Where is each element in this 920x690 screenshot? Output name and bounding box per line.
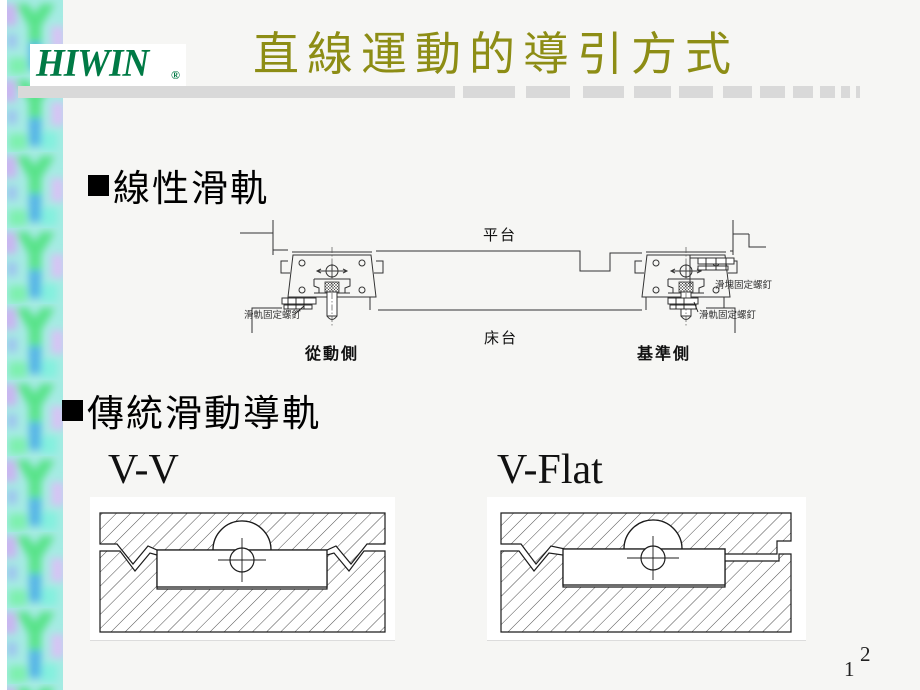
driven-side-label: 從動側 — [304, 344, 359, 363]
rail-screw-label-right: 滑軌固定螺釘 — [699, 309, 757, 321]
platform-label: 平台 — [483, 227, 517, 244]
left-rail-screw — [281, 297, 317, 315]
right-rail-screw — [667, 297, 699, 313]
vflat-cross-section-diagram — [487, 497, 806, 641]
decor-bar-segment — [760, 86, 785, 98]
decor-bar-segment — [723, 86, 752, 98]
bullet-square-icon — [88, 174, 109, 196]
decor-bar-segment — [679, 86, 713, 98]
decor-bar-segment — [634, 86, 671, 98]
vv-cross-section-diagram — [90, 497, 395, 641]
vv-type-label: V-V — [108, 447, 179, 493]
bullet-linear-guideway: 線性滑軌 — [88, 158, 269, 212]
bed-label: 床台 — [484, 330, 518, 347]
hiwin-logo-text: HIWIN — [36, 41, 149, 86]
bullet-square-icon — [62, 399, 83, 421]
bullet-label: 線性滑軌 — [113, 169, 269, 210]
decor-bar-segment — [526, 86, 570, 98]
slide-title: 直線運動的導引方式 — [253, 29, 739, 80]
decor-bar-segment — [841, 86, 850, 98]
right-block-screw — [689, 255, 735, 287]
page-number-upper: 2 — [860, 642, 871, 666]
hiwin-logo: HIWIN ® — [30, 41, 186, 86]
decor-bar-segment — [793, 86, 813, 98]
registered-trademark-icon: ® — [171, 68, 180, 82]
decor-bar-main — [18, 86, 455, 98]
block-screw-label-right: 滑塊固定螺釘 — [715, 279, 773, 291]
sidebar-pattern — [7, 0, 63, 690]
bullet-label: 傳統滑動導軌 — [87, 394, 321, 435]
linear-guideway-diagram: 平台 床台 從動側 基準側 滑軌固定螺釘 滑塊固定螺釘 滑軌固定螺釘 — [238, 212, 783, 368]
left-margin-strip — [0, 0, 7, 690]
decor-bar-segment — [583, 86, 624, 98]
rail-screw-label-left: 滑軌固定螺釘 — [244, 309, 302, 321]
decor-bar-segment — [856, 86, 860, 98]
reference-side-label: 基準側 — [636, 344, 691, 363]
decor-bar-segment — [463, 86, 515, 98]
bullet-traditional-slide-guide: 傳統滑動導軌 — [62, 383, 321, 437]
decor-bar-segment — [820, 86, 835, 98]
page-number-lower: 1 — [844, 657, 855, 681]
vflat-type-label: V-Flat — [497, 447, 603, 493]
